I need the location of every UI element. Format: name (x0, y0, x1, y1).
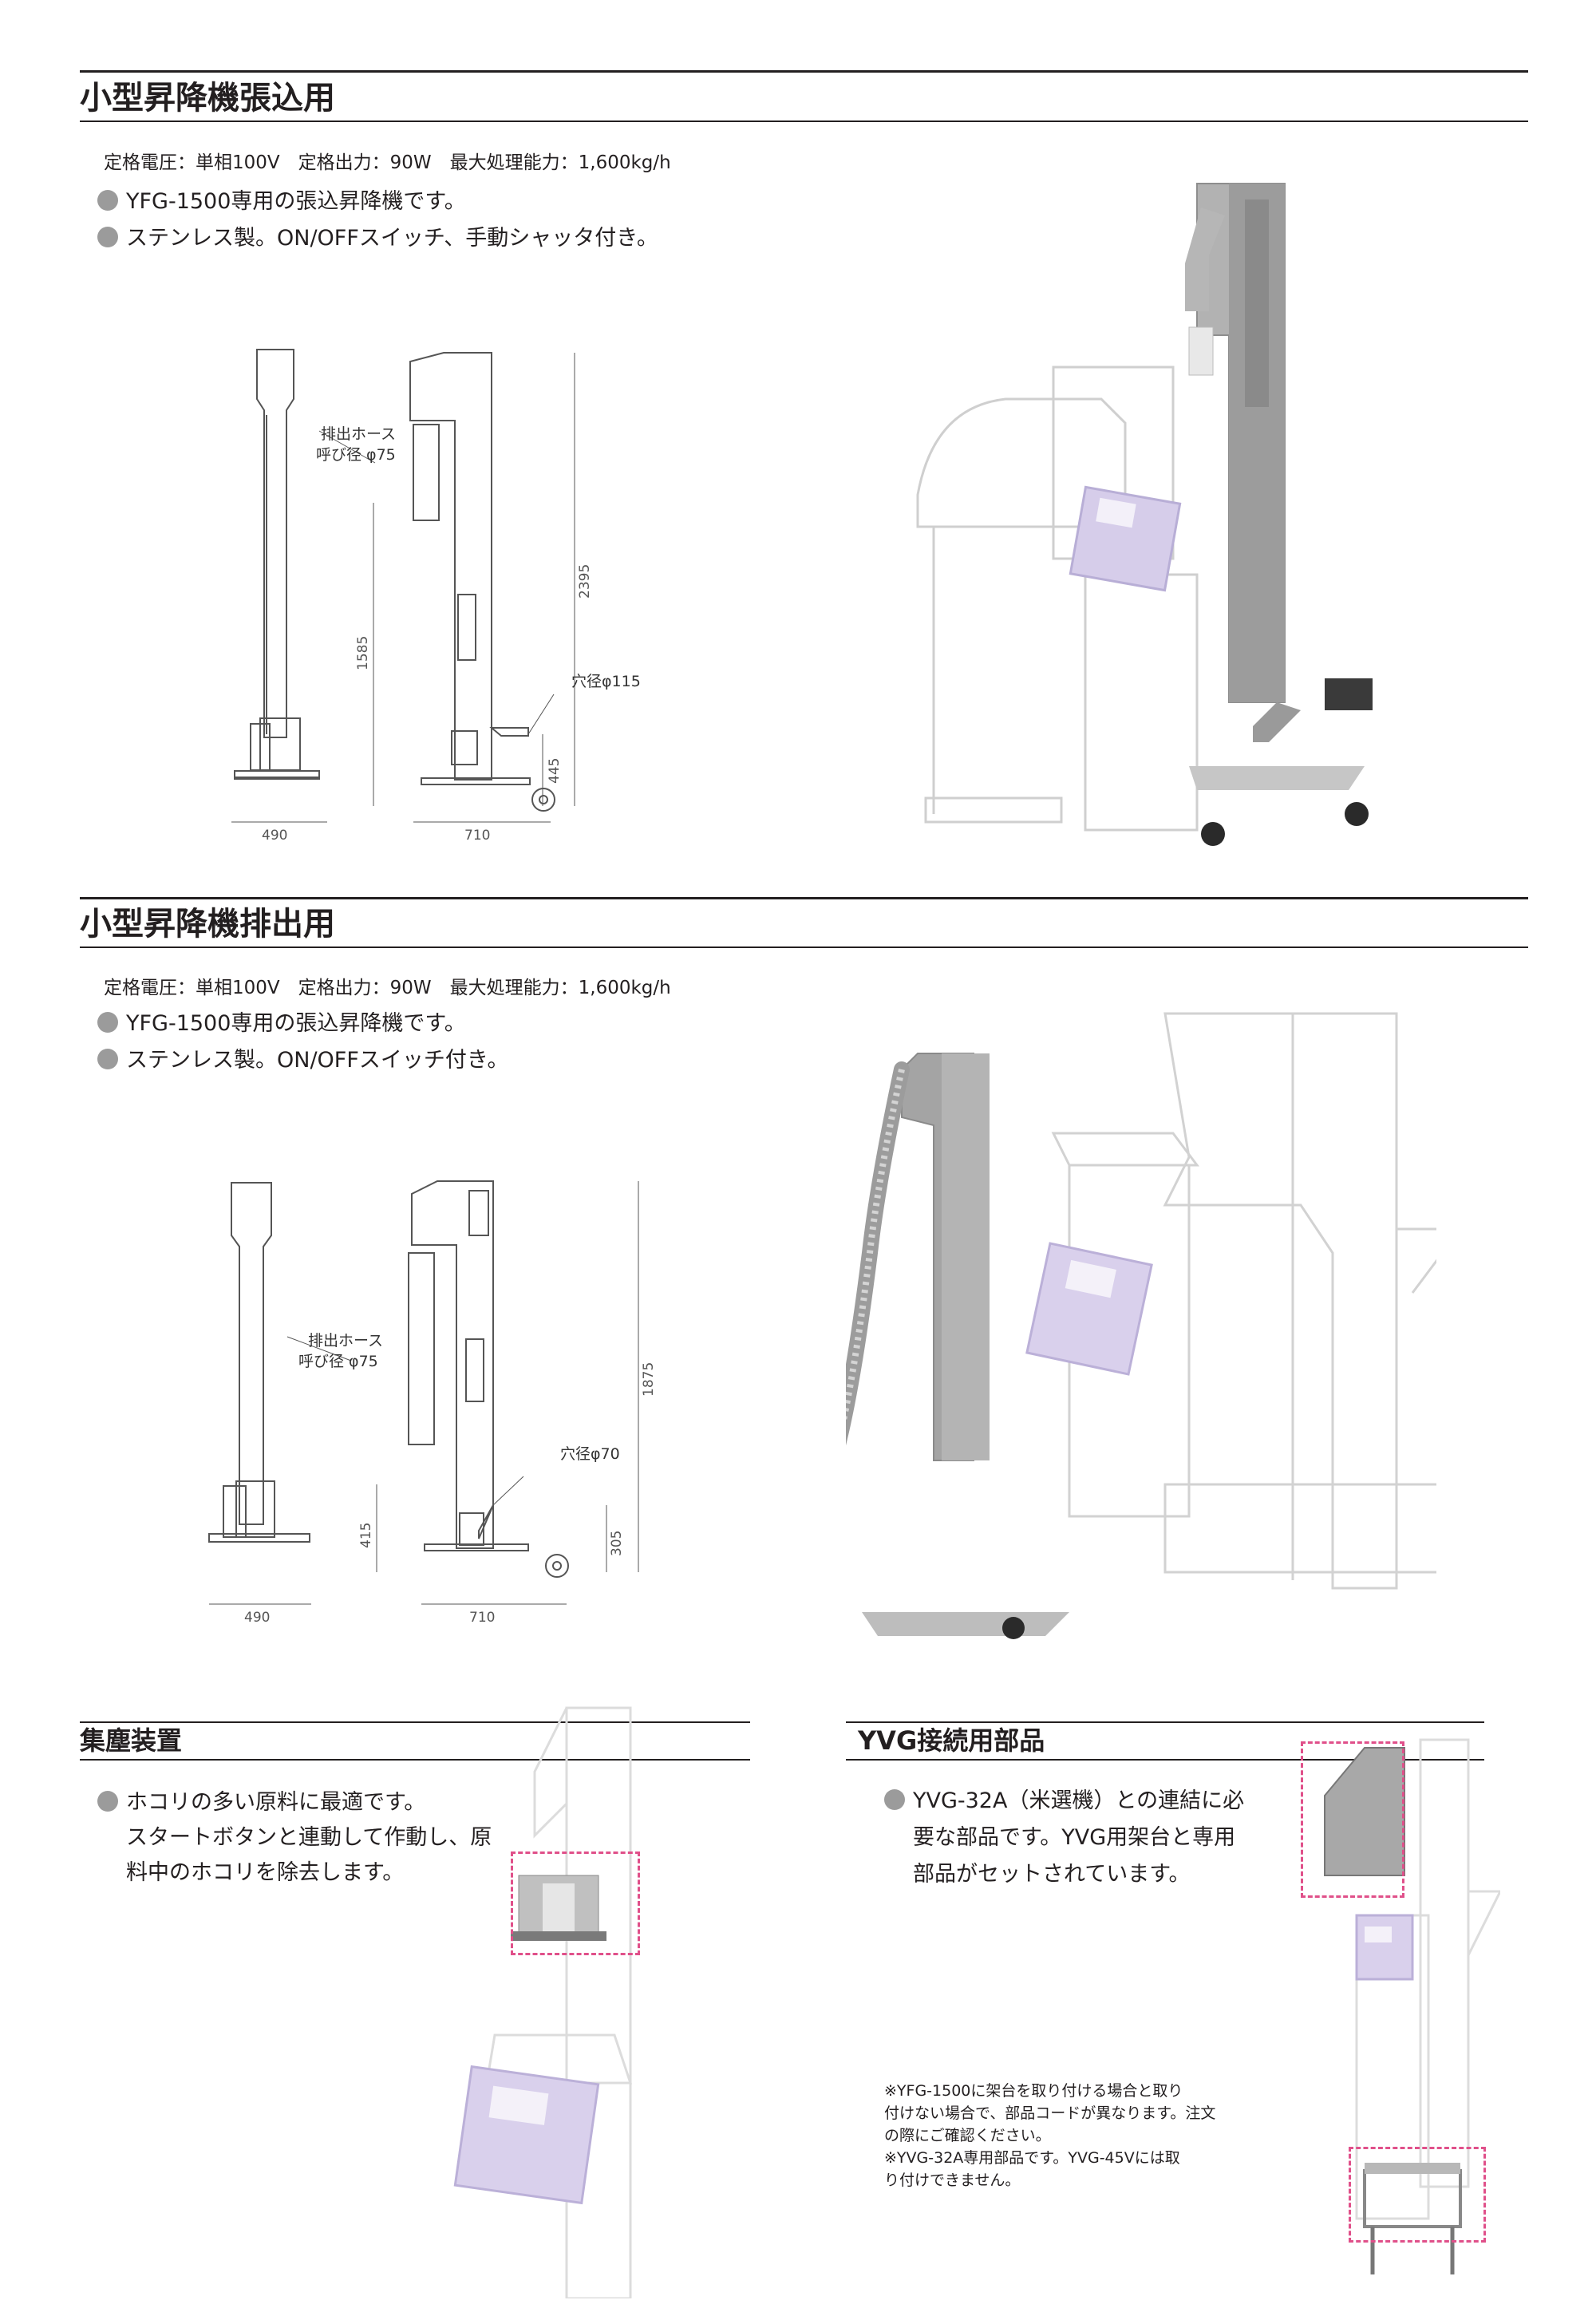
dust-line-3: 料中のホコリを除去します。 (126, 1860, 405, 1885)
section1-top-rule (80, 70, 1528, 73)
section1-product-photo (916, 183, 1373, 846)
yvg-title: YVG接続用部品 (858, 1725, 1045, 1756)
yvg-note-2: 付けない場合で、部品コードが異なります。注文 (884, 2104, 1216, 2122)
dust-line-2: スタートボタンと連動して作動し、原 (126, 1825, 492, 1850)
dim-height-outlet: 415 (358, 1523, 374, 1548)
hose-label: 排出ホース (308, 1332, 383, 1350)
dim-height-total: 1875 (641, 1362, 657, 1397)
section2-bullet-2: ステンレス製。ON/OFFスイッチ付き。 (97, 1042, 509, 1079)
bullet-dot-icon (97, 1791, 118, 1812)
dim-width-side: 710 (464, 828, 490, 844)
section1-title: 小型昇降機張込用 (80, 80, 335, 117)
yvg-rule (846, 1721, 1484, 1723)
section2-product-photo (846, 1012, 1436, 1639)
dim-width-front: 490 (262, 828, 287, 844)
hose-label: 排出ホース (321, 425, 396, 443)
dim-height-inlet: 305 (609, 1531, 625, 1556)
dim-width-side: 710 (469, 1610, 495, 1626)
yvg-highlight-box-bottom (1349, 2147, 1486, 2243)
dim-height-outlet: 1585 (355, 636, 371, 670)
bullet-dot-icon (97, 1012, 118, 1033)
dim-height-inlet: 445 (547, 758, 563, 784)
section1-bottom-rule (80, 121, 1528, 122)
dust-bottom-rule (80, 1759, 750, 1761)
hose-diameter: 呼び径 φ75 (298, 1353, 378, 1370)
dim-height-total: 2395 (577, 564, 593, 599)
dust-highlight-box (511, 1851, 640, 1955)
section1-technical-drawing: 490 710 2395 1585 445 排出ホース 呼び径 φ75 穴径φ1… (231, 349, 641, 844)
dim-width-front: 490 (244, 1610, 270, 1626)
yvg-line-2: 要な部品です。YVG用架台と専用 (913, 1825, 1236, 1850)
bullet-dot-icon (97, 227, 118, 247)
dust-line-1: ホコリの多い原料に最適です。 (97, 1784, 425, 1821)
yvg-bottom-rule (846, 1759, 1484, 1761)
yvg-highlight-box-top (1301, 1741, 1404, 1898)
yvg-line-3: 部品がセットされています。 (913, 1862, 1191, 1887)
section2-title: 小型昇降機排出用 (80, 906, 335, 943)
section1-bullet-1: YFG-1500専用の張込昇降機です。 (97, 184, 466, 220)
yvg-note-4: ※YVG-32A専用部品です。YVG-45Vには取 (884, 2149, 1180, 2167)
yvg-parts-photo (1324, 1738, 1500, 2274)
bullet-dot-icon (97, 190, 118, 211)
section2-technical-drawing: 490 710 1875 415 305 排出ホース 呼び径 φ75 穴径φ70 (208, 1180, 657, 1626)
bullet-dot-icon (884, 1789, 905, 1810)
dust-title: 集塵装置 (80, 1725, 183, 1756)
bullet-dot-icon (97, 1049, 118, 1069)
yvg-line-1: YVG-32A（米選機）との連結に必 (884, 1783, 1244, 1820)
hole-label: 穴径φ115 (571, 673, 641, 690)
yvg-note-5: り付けできません。 (884, 2172, 1021, 2189)
hose-diameter: 呼び径 φ75 (316, 446, 396, 464)
section2-top-rule (80, 897, 1528, 899)
dust-collector-photo (453, 1706, 633, 2298)
section1-bullet-2: ステンレス製。ON/OFFスイッチ、手動シャッタ付き。 (97, 220, 658, 257)
hole-label: 穴径φ70 (560, 1445, 620, 1463)
dust-rule (80, 1721, 750, 1723)
section2-spec: 定格電圧：単相100V 定格出力：90W 最大処理能力：1,600kg/h (104, 978, 671, 998)
section2-bottom-rule (80, 946, 1528, 948)
section1-spec: 定格電圧：単相100V 定格出力：90W 最大処理能力：1,600kg/h (104, 152, 671, 173)
section2-bullet-1: YFG-1500専用の張込昇降機です。 (97, 1006, 466, 1042)
yvg-note-1: ※YFG-1500に架台を取り付ける場合と取り (884, 2082, 1183, 2100)
yvg-note-3: の際にご確認ください。 (884, 2127, 1051, 2144)
